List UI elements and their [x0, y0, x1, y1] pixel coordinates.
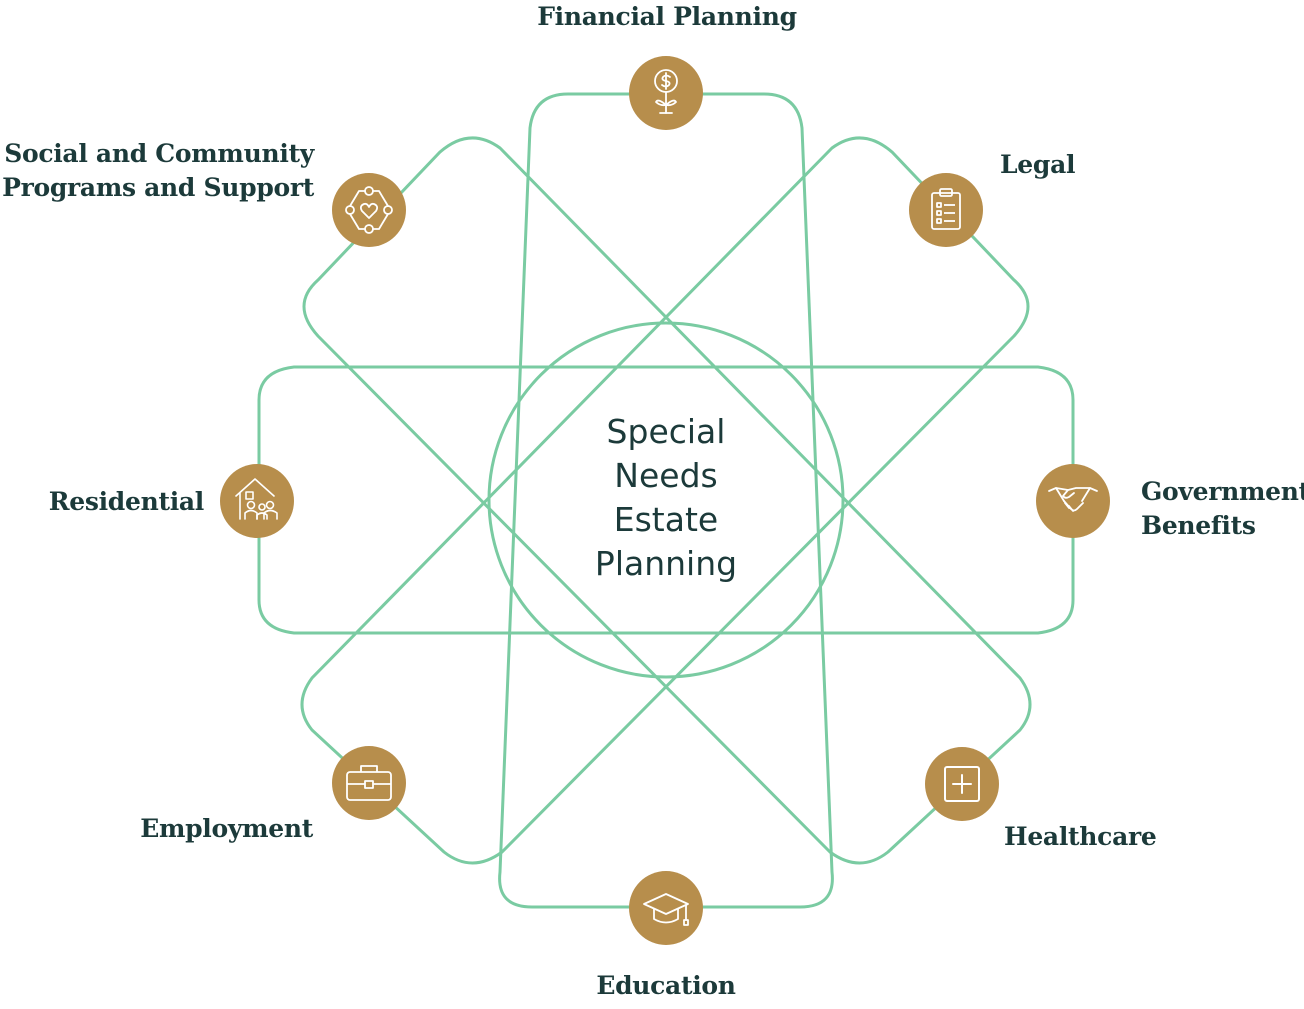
house-family-icon [235, 478, 278, 520]
orbit-ring-diagonal-a [302, 136, 1032, 865]
center-title-line: Estate [613, 500, 719, 539]
graduation-cap-icon [643, 893, 689, 926]
label-residential: Residential [48, 487, 205, 516]
center-title: Special Needs Estate Planning [566, 410, 766, 586]
dollar-plant-icon [654, 69, 678, 114]
node-social-community[interactable] [332, 173, 406, 247]
center-title-line: Needs [614, 456, 718, 495]
label-government-benefits: Government Benefits [1141, 477, 1304, 540]
center-title-line: Special [606, 412, 726, 451]
label-healthcare: Healthcare [1004, 822, 1157, 851]
node-legal[interactable] [909, 173, 983, 247]
label-education: Education [596, 971, 736, 1000]
node-government-benefits[interactable] [1036, 464, 1110, 538]
briefcase-icon [346, 765, 392, 801]
category-nodes [220, 56, 1110, 945]
node-healthcare[interactable] [925, 747, 999, 821]
clipboard-checklist-icon [931, 188, 961, 230]
orbit-rings [257, 92, 1075, 909]
label-social-community: Social and Community Programs and Suppor… [2, 139, 314, 202]
center-circle [487, 321, 845, 679]
orbit-ring-diagonal-b [300, 136, 1030, 865]
label-employment: Employment [140, 814, 313, 843]
orbit-ring-vertical [498, 92, 834, 909]
center-title-line: Planning [594, 544, 738, 583]
medical-plus-icon [944, 766, 980, 802]
label-legal: Legal [1000, 150, 1076, 179]
node-employment[interactable] [332, 746, 406, 820]
node-financial-planning[interactable] [629, 56, 703, 130]
handshake-icon [1048, 487, 1098, 512]
label-financial-planning: Financial Planning [537, 2, 797, 31]
community-heart-icon [345, 186, 393, 234]
node-residential[interactable] [220, 464, 294, 538]
orbit-ring-horizontal [257, 365, 1075, 635]
node-education[interactable] [629, 871, 703, 945]
